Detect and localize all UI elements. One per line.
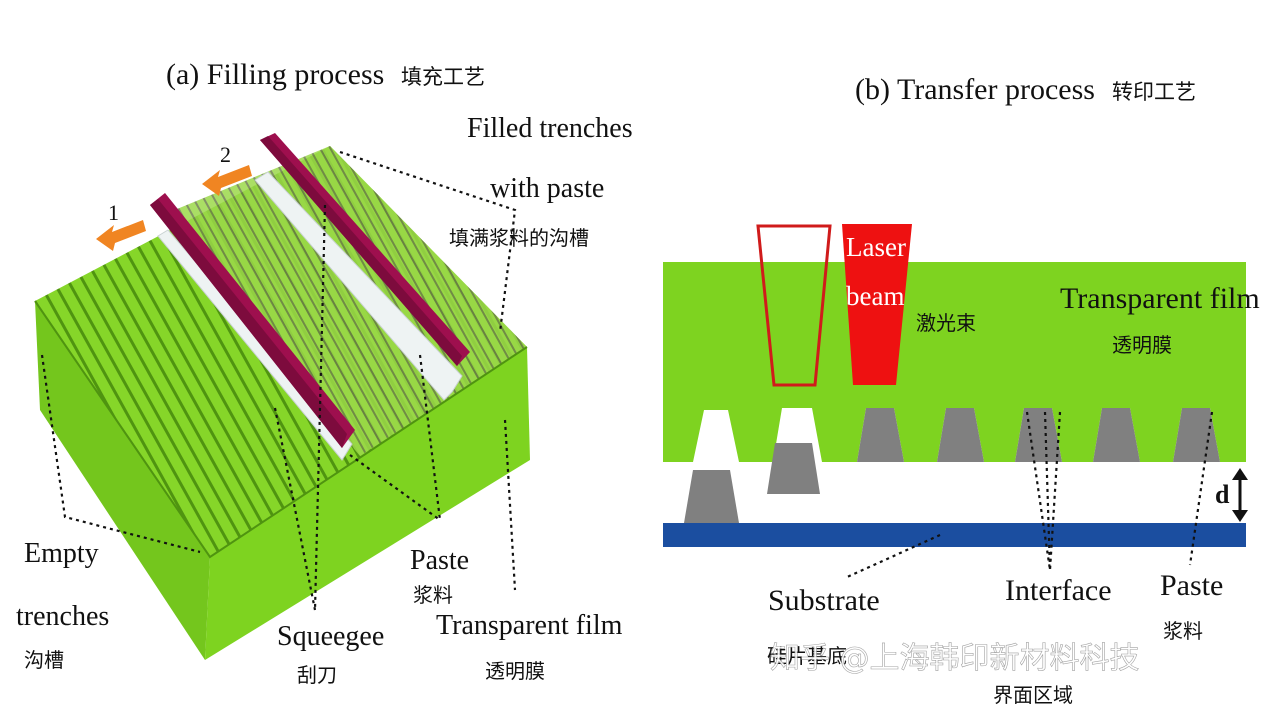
substrate-cn: 硅片基底 <box>767 644 847 668</box>
arrow-2 <box>202 165 252 196</box>
gap-arrow <box>1232 468 1248 522</box>
filled-trenches-label: Filled trenches <box>467 113 633 144</box>
paste-cn-a: 浆料 <box>413 583 453 607</box>
filled-trenches-cn: 填满浆料的沟槽 <box>449 226 589 250</box>
leader-lines-b <box>844 411 1214 580</box>
filled-trenches-label-2: with paste <box>490 173 604 204</box>
squeegee-1 <box>150 193 355 448</box>
squeegee-label: Squeegee <box>277 621 384 652</box>
arrow-2-label: 2 <box>220 142 231 167</box>
panel-b-title-cn: 转印工艺 <box>1112 80 1196 104</box>
empty-trenches-label: Empty <box>24 538 99 569</box>
film-front-face <box>205 347 530 660</box>
panel-a-title-cn: 填充工艺 <box>401 65 485 89</box>
laser-beam <box>842 224 912 385</box>
transparent-film-label-b: Transparent film <box>1060 282 1260 315</box>
arrow-1 <box>96 220 146 251</box>
panel-filling-process: (a) Filling process 填充工艺 1 2 <box>16 58 633 687</box>
panel-b-title: (b) Transfer process <box>855 73 1095 106</box>
paste-label-a: Paste <box>410 545 469 576</box>
paste-label-b: Paste <box>1160 569 1223 602</box>
paste-rod-2 <box>157 229 353 461</box>
squeegee-cn: 刮刀 <box>297 663 337 687</box>
transparent-film-cn-b: 透明膜 <box>1112 333 1172 357</box>
transparent-film-label-a: Transparent film <box>436 610 623 641</box>
laser-cn: 激光束 <box>916 311 976 335</box>
leader-lines-a <box>40 150 517 611</box>
arrow-1-label: 1 <box>108 200 119 225</box>
interface-label: Interface <box>1005 574 1112 607</box>
substrate-bar <box>663 523 1246 547</box>
paste-cn-b: 浆料 <box>1163 619 1203 643</box>
laser-beam-outline <box>756 224 832 387</box>
transparent-film-b <box>663 262 1246 462</box>
panel-transfer-process: (b) Transfer process 转印工艺 Laser beam 激光束… <box>663 73 1260 707</box>
transferred-paste <box>684 443 820 523</box>
interface-cn: 界面区域 <box>993 683 1073 707</box>
gap-label: d <box>1215 480 1230 509</box>
substrate-label: Substrate <box>768 584 880 617</box>
panel-a-title: (a) Filling process <box>166 58 384 91</box>
paste-pads-in-film <box>857 408 1220 462</box>
laser-label-2: beam <box>846 281 904 311</box>
empty-trenches-label-2: trenches <box>16 601 109 632</box>
empty-trenches-cn: 沟槽 <box>24 648 64 672</box>
transparent-film-cn-a: 透明膜 <box>485 659 545 683</box>
squeegee-2 <box>260 133 470 366</box>
paste-rod <box>254 171 463 401</box>
watermark: 知乎 @上海韩印新材料科技 <box>770 641 1140 676</box>
laser-label: Laser <box>846 232 906 262</box>
film-left-face <box>35 301 210 660</box>
